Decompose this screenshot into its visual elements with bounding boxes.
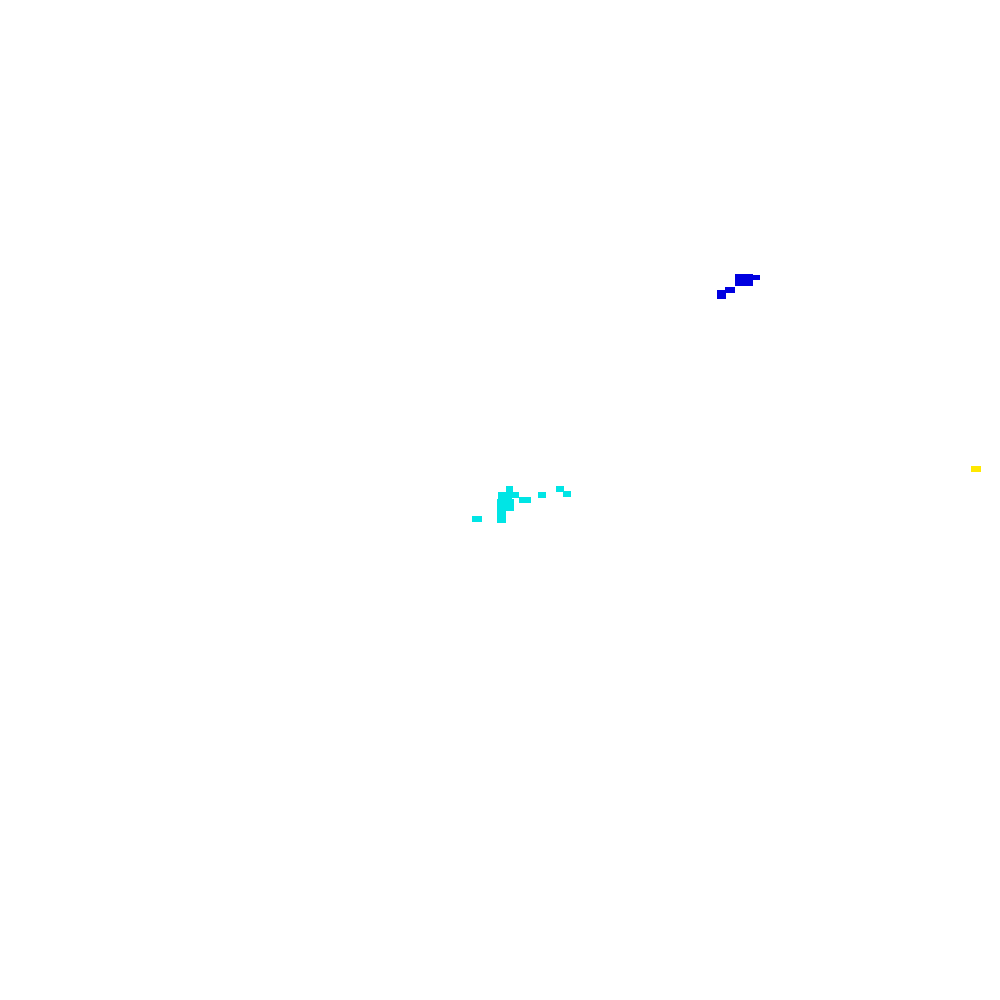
yellow-pixel-cluster bbox=[971, 466, 981, 472]
cyan-pixel bbox=[498, 492, 512, 499]
blue-pixel bbox=[752, 275, 760, 280]
cyan-pixel bbox=[497, 499, 514, 511]
blue-pixel bbox=[725, 287, 735, 293]
cyan-pixel bbox=[472, 516, 482, 522]
yellow-pixel bbox=[971, 466, 981, 472]
blue-pixel-cluster bbox=[717, 274, 760, 299]
cyan-pixel bbox=[563, 491, 571, 497]
cyan-pixel bbox=[497, 511, 506, 523]
cyan-pixel bbox=[556, 486, 564, 492]
cyan-pixel bbox=[519, 497, 531, 503]
blue-pixel bbox=[735, 274, 753, 286]
cyan-pixel bbox=[512, 492, 519, 498]
cyan-pixel bbox=[506, 486, 513, 493]
blue-pixel bbox=[717, 290, 726, 299]
cyan-pixel bbox=[538, 492, 546, 498]
cyan-pixel-cluster bbox=[472, 486, 571, 523]
